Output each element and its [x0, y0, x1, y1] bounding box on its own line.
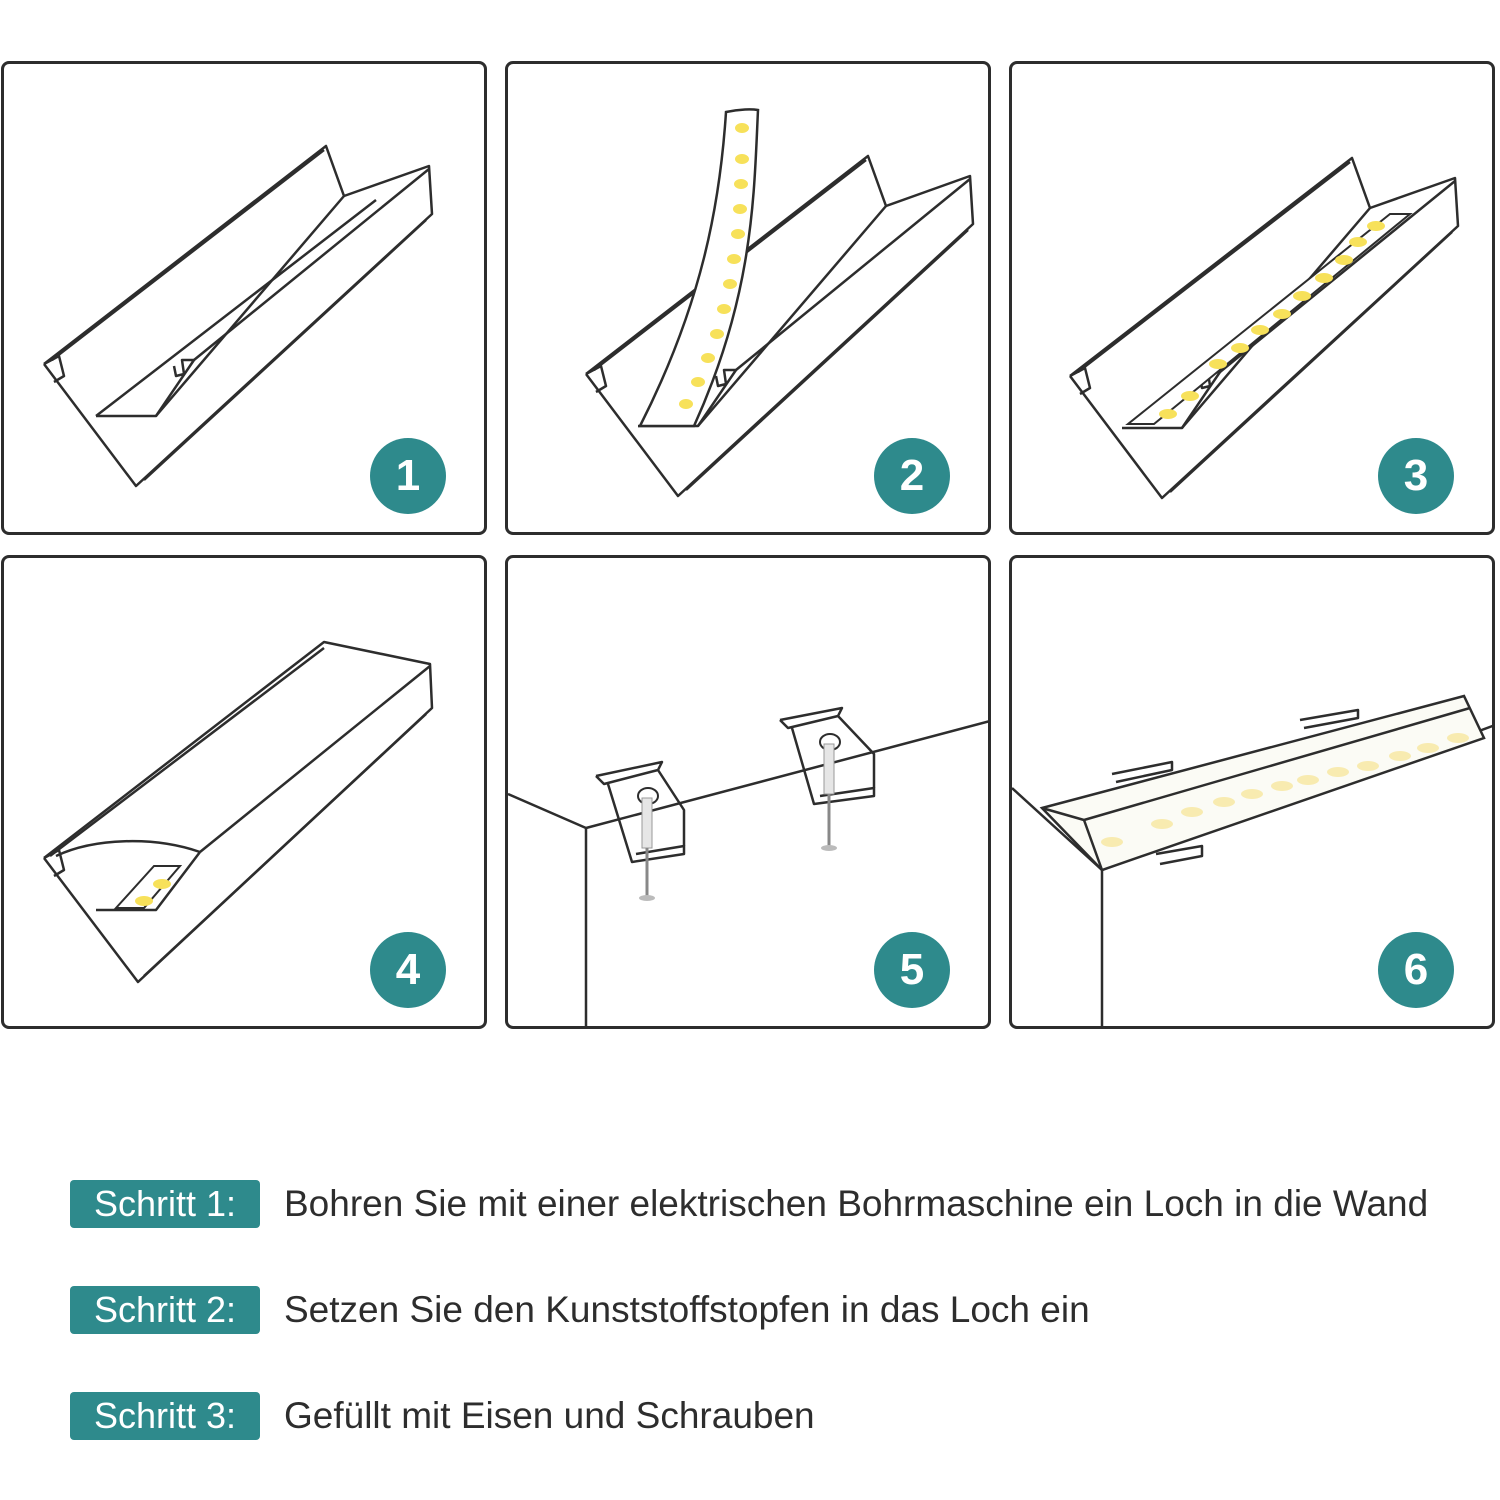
step-number-badge: 1: [370, 438, 446, 514]
step-panel-1: 1: [1, 61, 487, 535]
step-text: Gefüllt mit Eisen und Schrauben: [284, 1395, 815, 1436]
step-tag: Schritt 2:: [70, 1286, 260, 1334]
step-number-badge: 6: [1378, 932, 1454, 1008]
step-tag: Schritt 3:: [70, 1392, 260, 1440]
step-text: Bohren Sie mit einer elektrischen Bohrma…: [284, 1183, 1429, 1224]
step-panel-5: 5: [505, 555, 991, 1029]
step-panel-2: 2: [505, 61, 991, 535]
step-row-3: Schritt 3: Gefüllt mit Eisen und Schraub…: [70, 1391, 815, 1441]
screw-icon: [639, 797, 655, 901]
step-tag: Schritt 1:: [70, 1180, 260, 1228]
step-number-badge: 5: [874, 932, 950, 1008]
installed-profile-icon: [1012, 694, 1492, 1026]
wall-icon: [508, 706, 988, 1026]
step-number-badge: 3: [1378, 438, 1454, 514]
profile-with-led-icon: [1069, 156, 1460, 500]
step-row-1: Schritt 1: Bohren Sie mit einer elektris…: [70, 1179, 1428, 1229]
step-text: Setzen Sie den Kunststoffstopfen in das …: [284, 1289, 1090, 1330]
mounting-clip-icon: [595, 760, 686, 864]
profile-icon: [43, 144, 434, 488]
diffuser-icon: [43, 640, 434, 984]
screw-icon: [821, 743, 837, 851]
step-panel-3: 3: [1009, 61, 1495, 535]
step-number-badge: 4: [370, 932, 446, 1008]
mounting-clip-icon: [779, 706, 876, 806]
step-number-badge: 2: [874, 438, 950, 514]
led-strip-icon: [585, 108, 975, 498]
step-panel-6: 6: [1009, 555, 1495, 1029]
step-panel-4: 4: [1, 555, 487, 1029]
step-row-2: Schritt 2: Setzen Sie den Kunststoffstop…: [70, 1285, 1090, 1335]
